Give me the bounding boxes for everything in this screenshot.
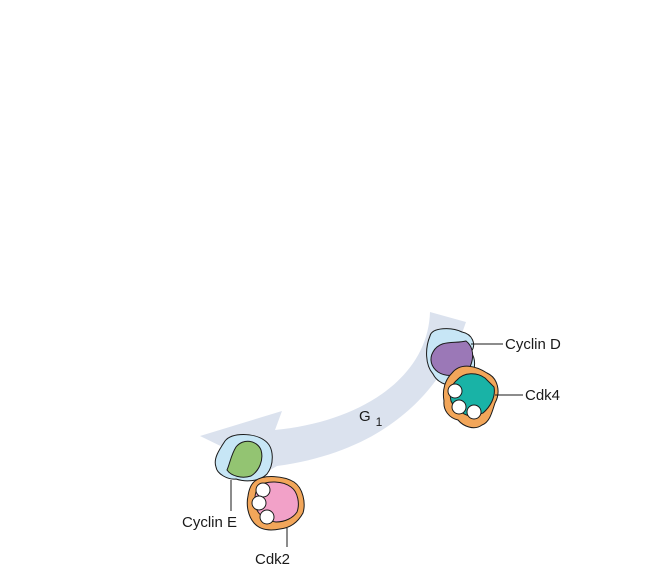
cyclin-e-label: Cyclin E (182, 514, 237, 531)
cdk4-binding-site (447, 383, 463, 399)
g1-progression-arrow (200, 312, 466, 470)
cdk4-binding-site (466, 404, 482, 420)
cdk2-label: Cdk2 (255, 551, 290, 568)
cyclin-e-core (226, 440, 263, 478)
cdk2-binding-site (255, 482, 271, 498)
cdk4-label: Cdk4 (525, 387, 560, 404)
cdk2-binding-site (251, 495, 267, 511)
cyclin-d-label: Cyclin D (505, 336, 561, 353)
cyclin-d-cdk4-complex: Cyclin D Cdk4 (426, 328, 561, 429)
cyclin-e-cdk2-complex: Cyclin E Cdk2 (182, 434, 305, 568)
cdk4-binding-site (451, 399, 467, 415)
cdk2-binding-site (259, 509, 275, 525)
